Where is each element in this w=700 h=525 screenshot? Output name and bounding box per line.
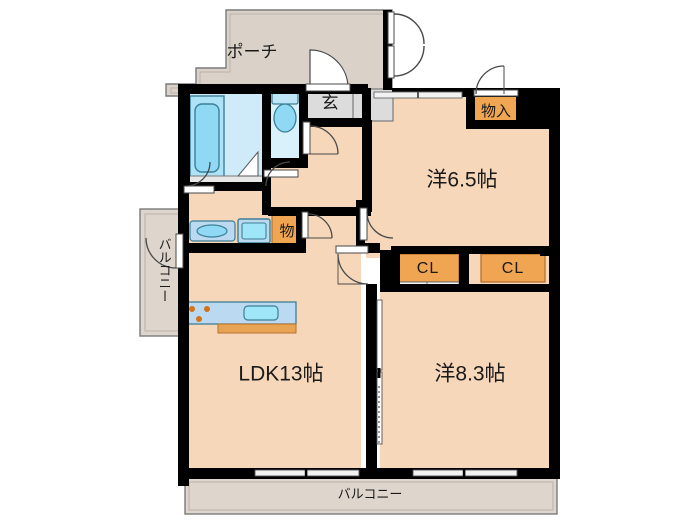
kitchen-cabinet: [217, 323, 297, 334]
room-label-washitsu-83: 洋8.3帖: [434, 363, 505, 386]
bathtub: [194, 103, 220, 173]
room-partition[interactable]: [376, 299, 383, 445]
balcony-bottom-area: [184, 477, 558, 515]
room-83-floor: [380, 288, 558, 478]
room-label-porch: ポーチ: [227, 42, 278, 61]
balcony-left-door[interactable]: [145, 233, 184, 269]
genkan-hall-door[interactable]: [302, 121, 339, 155]
bath-area: [185, 91, 265, 185]
front-double-door[interactable]: [387, 11, 425, 79]
balcony-bottom-floor: [184, 477, 558, 515]
cl-right-fill: [480, 253, 546, 283]
hall-upper-door[interactable]: [183, 161, 215, 194]
room-label-mono: 物: [279, 223, 294, 240]
room-label-washitsu-65: 洋6.5帖: [426, 169, 497, 192]
balcony-slider-ldk[interactable]: [254, 468, 360, 478]
room65-window[interactable]: [373, 91, 463, 99]
room-label-balcony-left: バルコニー: [157, 238, 172, 303]
room-label-balcony-bottom: バルコニー: [338, 486, 403, 501]
doors-group: [145, 11, 519, 478]
porch-entry-door[interactable]: [305, 49, 351, 92]
kitchen-sink: [243, 305, 279, 321]
room-label-genkan: 玄: [322, 93, 339, 112]
room65-door[interactable]: [359, 207, 394, 241]
washbasin-sink: [196, 224, 228, 238]
room-65-floor: [366, 128, 558, 258]
room-label-ldk: LDK13帖: [238, 363, 323, 386]
kitchen-group: [182, 301, 297, 334]
toilet-tank: [271, 92, 299, 105]
washer-inner: [241, 222, 267, 240]
room-label-cl-right: CL: [502, 260, 524, 277]
bath-door-panel: [236, 150, 259, 177]
room-label-monoire: 物入: [481, 103, 511, 120]
ldk-hall-door[interactable]: [335, 245, 369, 285]
monoire-door[interactable]: [473, 65, 519, 97]
kitchen-stove: [189, 306, 210, 322]
balcony-slider-room[interactable]: [412, 468, 518, 478]
toilet-bowl: [273, 103, 297, 133]
interior-floors: [183, 96, 558, 478]
mono-door[interactable]: [301, 211, 333, 239]
toilet-area: [266, 89, 304, 163]
washbasin-group: [189, 218, 271, 244]
room-label-cl-left: CL: [417, 260, 439, 277]
bath-door[interactable]: [263, 161, 299, 187]
balcony-bottom-inner-outline: [188, 481, 554, 511]
